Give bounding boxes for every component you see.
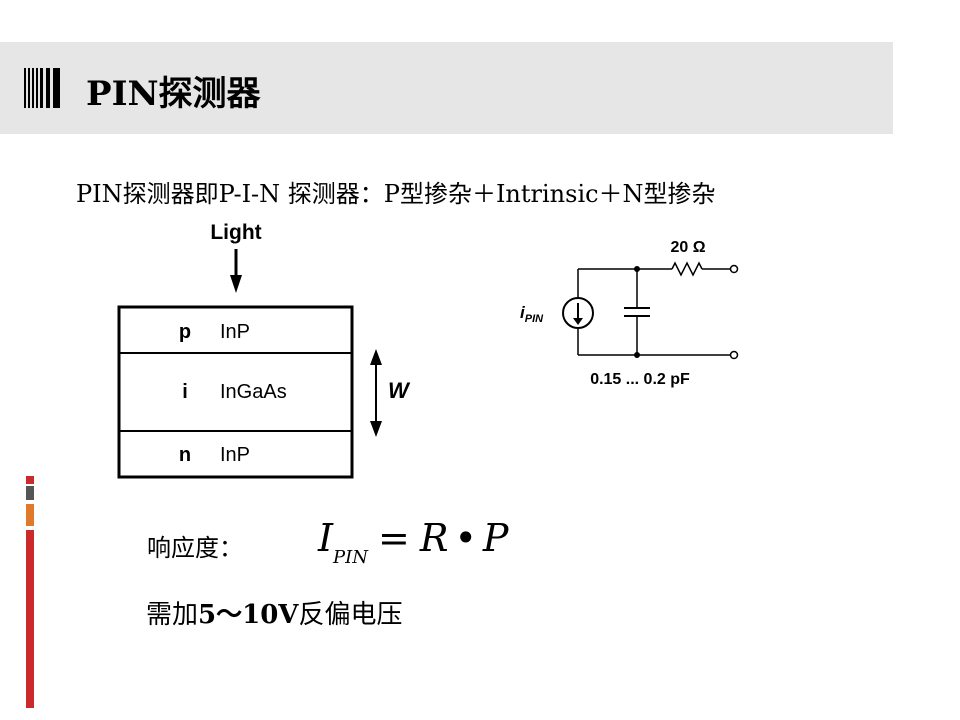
layer-i-material: InGaAs [220,381,287,403]
formula-responsivity: R [419,516,449,560]
formula-current: I [318,516,334,560]
terminal-top-icon [729,264,739,274]
layer-n-letter: n [179,444,191,466]
light-arrow-head [230,275,242,293]
source-label: iPIN [520,303,544,325]
side-bar-segment-long [26,530,34,708]
responsivity-formula: IPIN =R•P [318,516,508,568]
slide-title: PIN探测器 [86,74,261,114]
capacitor-label: 0.15 ... 0.2 pF [590,371,690,388]
resistor-label: 20 Ω [670,239,705,256]
layer-stack-box [117,305,354,479]
width-label: W [388,378,411,403]
width-arrow-head-bottom [370,421,382,437]
junction-bottom-dot [634,352,640,358]
bias-suffix: 反偏电压 [298,600,403,630]
layer-p-material: InP [220,321,250,343]
terminal-bottom-icon [729,350,739,360]
barcode-decoration-icon [24,68,60,108]
resistor-icon [671,261,703,277]
pin-equivalent-circuit: 20 Ω iPIN 0.15 ... 0.2 pF [520,239,739,388]
formula-dot: • [454,516,477,560]
responsivity-label: 响应度： [147,534,243,562]
formula-current-subscript: PIN [333,547,368,568]
light-label: Light [210,221,261,244]
layer-p-letter: p [179,321,191,343]
bias-prefix: 需加 [146,600,199,630]
side-bar-segment-gray [26,486,34,500]
width-arrow-head-top [370,349,382,365]
bias-voltage-note: 需加5～10V反偏电压 [146,594,402,631]
formula-equals: = [378,516,410,560]
junction-top-dot [634,266,640,272]
formula-power: P [482,516,509,560]
side-bar-segment-red [26,476,34,484]
pin-layer-diagram: Light p InP i InGaAs n InP W [117,221,411,479]
layer-n-material: InP [220,444,250,466]
slide-subtitle: PIN探测器即P-I-N 探测器：P型掺杂＋Intrinsic＋N型掺杂 [76,180,716,208]
current-source-arrow-head [573,318,583,325]
bias-value: 5～10V [198,600,299,630]
side-accent-bar [26,476,36,708]
title-band [0,42,893,134]
layer-i-letter: i [182,381,188,403]
side-bar-segment-orange [26,504,34,526]
